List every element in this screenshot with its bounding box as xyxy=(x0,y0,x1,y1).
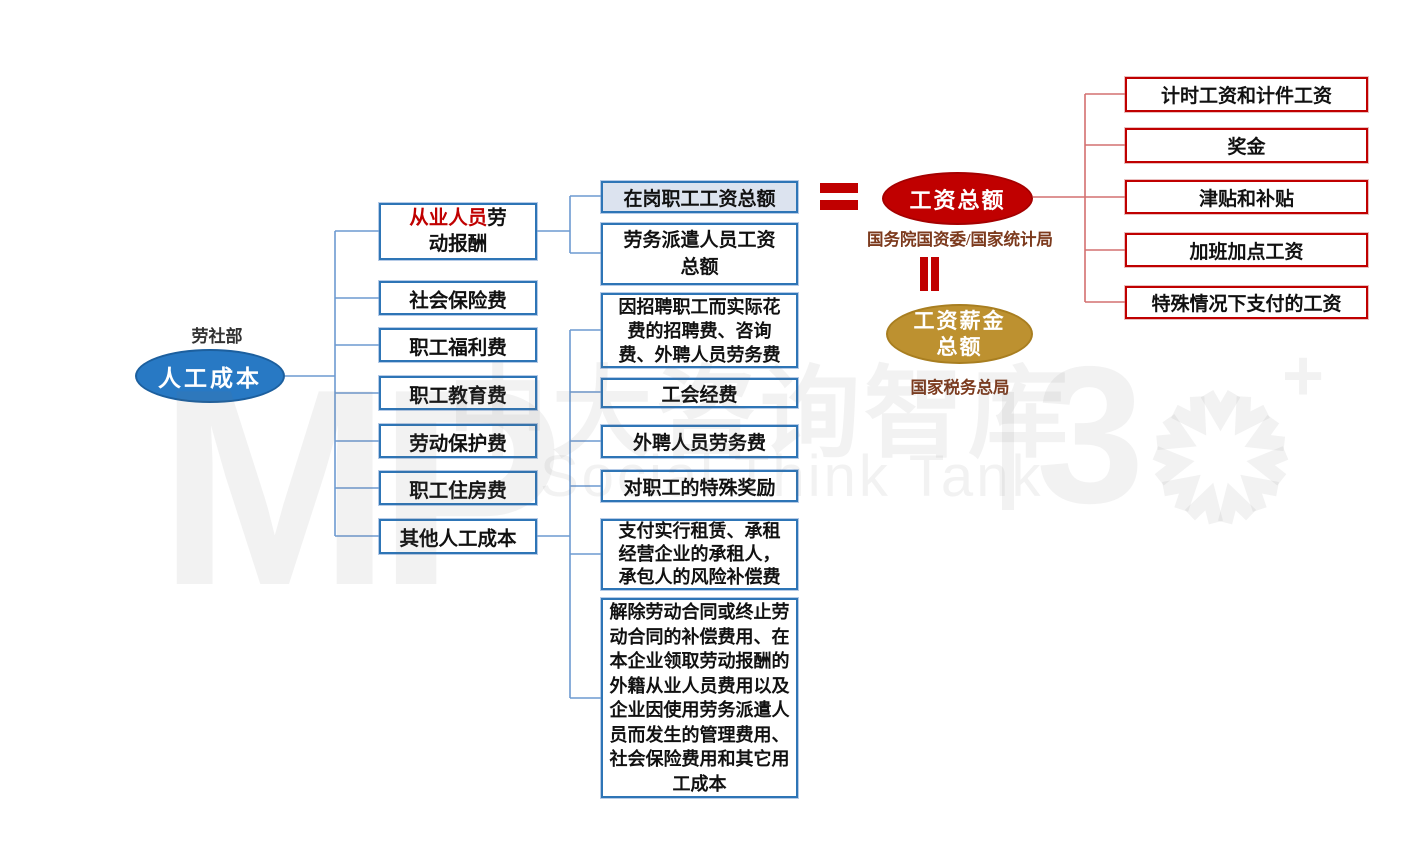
box-employee-education: 职工教育费 xyxy=(379,376,537,410)
ellipse-salary-total: 工资薪金总额 xyxy=(886,304,1033,364)
ellipse-wage-total: 工资总额 xyxy=(882,172,1033,225)
equals-icon xyxy=(820,183,858,210)
compensation-label: 从业人员劳动报酬 xyxy=(400,206,516,258)
box-special-employee-rewards: 对职工的特殊奖励 xyxy=(601,470,798,502)
box-special-situation-wage: 特殊情况下支付的工资 xyxy=(1125,286,1368,319)
equals-bar-top xyxy=(820,183,858,193)
root-authority-label: 劳社部 xyxy=(191,327,243,346)
box-termination-and-dispatch-costs: 解除劳动合同或终止劳动合同的补偿费用、在本企业领取劳动报酬的外籍从业人员费用以及… xyxy=(601,598,798,798)
box-allowances-subsidies: 津贴和补贴 xyxy=(1125,180,1368,214)
salary-total-authority-label: 国家税务总局 xyxy=(910,378,1010,397)
parallel-bar-left xyxy=(920,257,928,291)
box-social-insurance: 社会保险费 xyxy=(379,281,537,315)
parallel-bar-right xyxy=(931,257,939,291)
box-employee-compensation: 从业人员劳动报酬 xyxy=(379,203,537,260)
box-external-personnel-service-fees: 外聘人员劳务费 xyxy=(601,425,798,458)
compensation-label-suffix: 劳动报酬 xyxy=(428,207,507,255)
box-overtime-wage: 加班加点工资 xyxy=(1125,233,1368,267)
equals-bar-bottom xyxy=(820,200,858,210)
box-employee-housing: 职工住房费 xyxy=(379,471,537,505)
box-dispatched-wage-total: 劳务派遣人员工资总额 xyxy=(601,223,798,285)
box-labor-protection: 劳动保护费 xyxy=(379,424,537,458)
compensation-label-prefix: 从业人员 xyxy=(409,207,488,229)
box-recruiting-consulting-fees: 因招聘职工而实际花费的招聘费、咨询费、外聘人员劳务费 xyxy=(601,293,798,368)
box-bonus: 奖金 xyxy=(1125,128,1368,163)
root-ellipse-labor-cost: 人工成本 xyxy=(135,349,285,403)
wage-total-authority-label: 国务院国资委/国家统计局 xyxy=(866,230,1054,249)
box-onpost-wage-total: 在岗职工工资总额 xyxy=(601,181,798,213)
box-hourly-and-piece-wage: 计时工资和计件工资 xyxy=(1125,77,1368,112)
parallel-icon xyxy=(920,257,939,291)
box-other-labor-costs: 其他人工成本 xyxy=(379,519,537,554)
box-lease-risk-compensation: 支付实行租赁、承租经营企业的承租人，承包人的风险补偿费 xyxy=(601,519,798,590)
box-union-funds: 工会经费 xyxy=(601,378,798,408)
box-employee-welfare: 职工福利费 xyxy=(379,328,537,362)
